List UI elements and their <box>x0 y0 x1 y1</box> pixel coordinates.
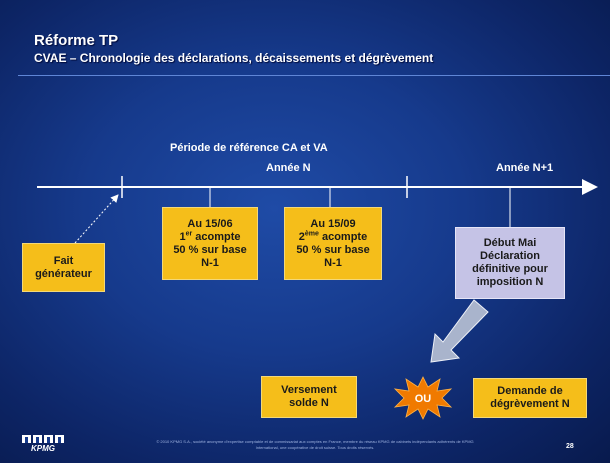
fait-line1: Fait <box>53 254 74 267</box>
degrevement-box: Demande de dégrèvement N <box>473 378 587 418</box>
acompte2-box: Au 15/09 2ème acompte 50 % sur base N-1 <box>284 207 382 280</box>
versement-box: Versement solde N <box>261 376 357 418</box>
title-divider <box>18 75 610 76</box>
acompte1-date: Au 15/06 <box>187 217 233 230</box>
down-arrow <box>430 299 489 363</box>
ou-star-burst: OU <box>393 376 453 420</box>
fait-arrow <box>74 194 119 244</box>
fait-line2: générateur <box>35 267 92 280</box>
declaration-line4: imposition N <box>476 276 544 288</box>
kpmg-logo: KPMG <box>22 435 64 453</box>
acompte2-base: N-1 <box>324 256 342 269</box>
degrevement-line2: dégrèvement N <box>490 398 570 410</box>
period-label: Période de référence CA et VA <box>170 142 328 154</box>
year-n1-label: Année N+1 <box>496 162 554 174</box>
fait-generateur-box: Fait générateur <box>22 243 105 292</box>
degrevement-line1: Demande de <box>497 385 563 397</box>
acompte1-box: Au 15/06 1er acompte 50 % sur base N-1 <box>162 207 258 280</box>
versement-line2: solde N <box>289 397 329 409</box>
declaration-box: Début Mai Déclaration définitive pour im… <box>455 227 565 299</box>
legal-footer: © 2010 KPMG S.A., société anonyme d’expe… <box>110 439 520 451</box>
ou-label: OU <box>415 393 432 405</box>
slide-title: Réforme TP <box>34 32 119 49</box>
svg-text:KPMG: KPMG <box>31 444 55 453</box>
acompte1-title: 1er acompte <box>179 229 241 243</box>
legal-line2: International, une coopérative de droit … <box>255 445 375 450</box>
acompte2-title: 2ème acompte <box>298 229 368 243</box>
legal-line1: © 2010 KPMG S.A., société anonyme d’expe… <box>156 439 474 444</box>
year-n-label: Année N <box>266 162 311 174</box>
declaration-line2: Déclaration <box>480 250 540 262</box>
acompte1-pct: 50 % sur base <box>173 243 247 256</box>
versement-line1: Versement <box>281 384 337 396</box>
page-number: 28 <box>566 443 574 450</box>
declaration-line3: définitive pour <box>472 263 548 275</box>
declaration-line1: Début Mai <box>483 237 537 249</box>
acompte2-pct: 50 % sur base <box>296 243 370 256</box>
slide-subtitle: CVAE – Chronologie des déclarations, déc… <box>34 51 434 65</box>
acompte2-date: Au 15/09 <box>310 217 356 230</box>
acompte1-base: N-1 <box>201 256 219 269</box>
